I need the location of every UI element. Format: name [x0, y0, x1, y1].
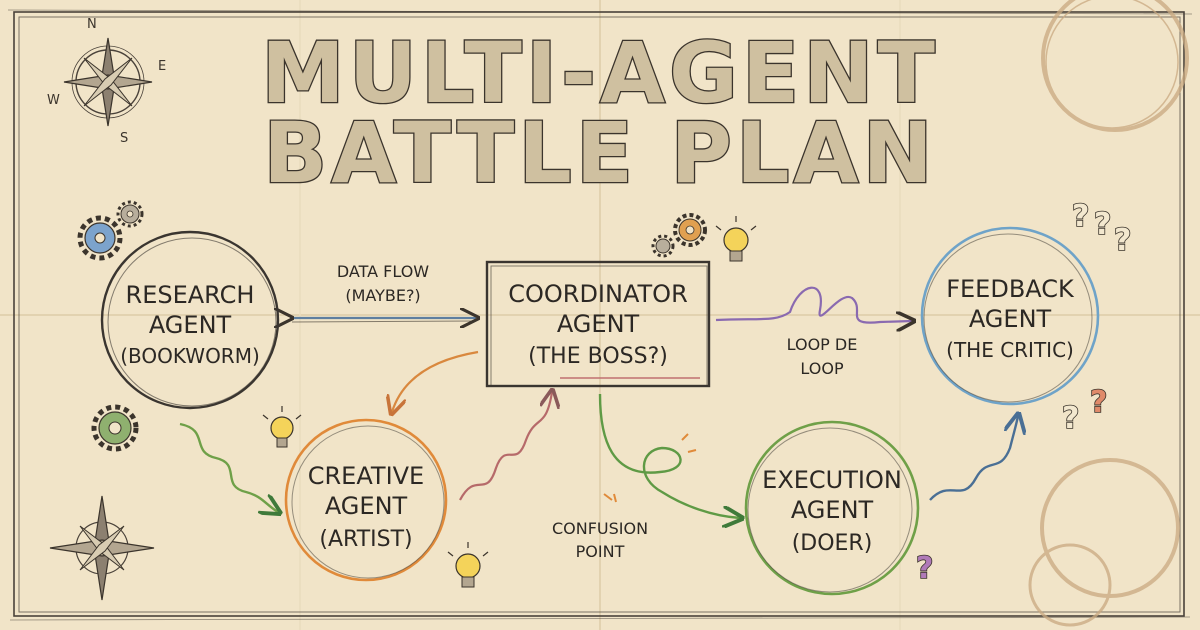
question-mark-4: ? [1090, 385, 1107, 420]
research-agent-label-1: RESEARCH [126, 281, 255, 309]
gear-icon-orange [673, 213, 707, 247]
execution-agent-label-3: (DOER) [792, 531, 873, 556]
edge-loop-label-1: LOOP DE [787, 335, 858, 354]
question-mark-3: ? [1114, 223, 1131, 258]
feedback-agent-node: FEEDBACK AGENT (THE CRITIC) [920, 226, 1100, 406]
feedback-agent-label-1: FEEDBACK [946, 275, 1075, 303]
compass-west-label: W [47, 93, 60, 108]
creative-agent-label-2: AGENT [325, 492, 408, 520]
creative-agent-label-3: (ARTIST) [319, 527, 412, 552]
coffee-stain-top-right [1041, 0, 1189, 132]
confusion-sparkle-icon [603, 433, 697, 503]
edge-confusion-to-execution [598, 393, 740, 518]
question-mark-1: ? [1072, 199, 1089, 234]
question-mark-2: ? [1094, 207, 1111, 242]
research-agent-label-2: AGENT [149, 311, 232, 339]
compass-rose-icon [63, 37, 153, 127]
edge-confusion-label-1: CONFUSION [552, 519, 648, 538]
question-mark-6: ? [916, 551, 933, 586]
lightbulb-icon-top [715, 216, 757, 262]
lightbulb-icon-mid [262, 406, 302, 448]
title-line-2: BATTLE PLAN [263, 104, 937, 202]
gear-icon-grey [651, 234, 675, 258]
execution-agent-label-1: EXECUTION [762, 466, 902, 494]
gear-icon-blue [77, 215, 123, 261]
lightbulb-icon-bottom [447, 542, 489, 588]
edge-research-to-creative [179, 422, 278, 512]
edge-data-flow-label-2: (MAYBE?) [345, 286, 420, 305]
creative-agent-node: CREATIVE AGENT (ARTIST) [284, 418, 448, 582]
gear-icon-small [116, 200, 144, 228]
question-mark-5: ? [1062, 401, 1079, 436]
edge-coordinator-to-creative [392, 350, 479, 412]
execution-agent-node: EXECUTION AGENT (DOER) [744, 420, 920, 596]
coordinator-agent-label-3: (THE BOSS?) [528, 344, 668, 369]
research-agent-node: RESEARCH AGENT (BOOKWORM) [100, 230, 280, 410]
coffee-stain-bottom-right [1028, 458, 1180, 627]
compass-north-label: N [87, 17, 97, 32]
execution-agent-label-2: AGENT [791, 496, 874, 524]
sketch-frame [7, 9, 1193, 621]
compass-east-label: E [158, 59, 166, 74]
edge-loop-label-2: LOOP [800, 359, 844, 378]
edge-coordinator-loop-to-feedback [715, 286, 912, 323]
title-line-1: MULTI-AGENT [261, 24, 939, 122]
feedback-agent-label-2: AGENT [969, 305, 1052, 333]
edge-data-flow [290, 318, 476, 322]
research-agent-label-3: (BOOKWORM) [120, 344, 260, 368]
creative-agent-label-1: CREATIVE [308, 462, 424, 490]
edge-creative-to-coordinator [459, 392, 552, 501]
compass-star-icon [49, 495, 155, 601]
coordinator-agent-label-2: AGENT [557, 310, 640, 338]
edge-confusion-label-2: POINT [576, 542, 625, 561]
edge-data-flow-label-1: DATA FLOW [337, 262, 429, 281]
feedback-agent-label-3: (THE CRITIC) [946, 338, 1074, 362]
coordinator-agent-node: COORDINATOR AGENT (THE BOSS?) [485, 260, 711, 388]
compass-south-label: S [120, 131, 128, 146]
coordinator-agent-label-1: COORDINATOR [508, 280, 688, 308]
edge-execution-to-feedback [929, 416, 1018, 501]
gear-icon-green [91, 404, 139, 452]
